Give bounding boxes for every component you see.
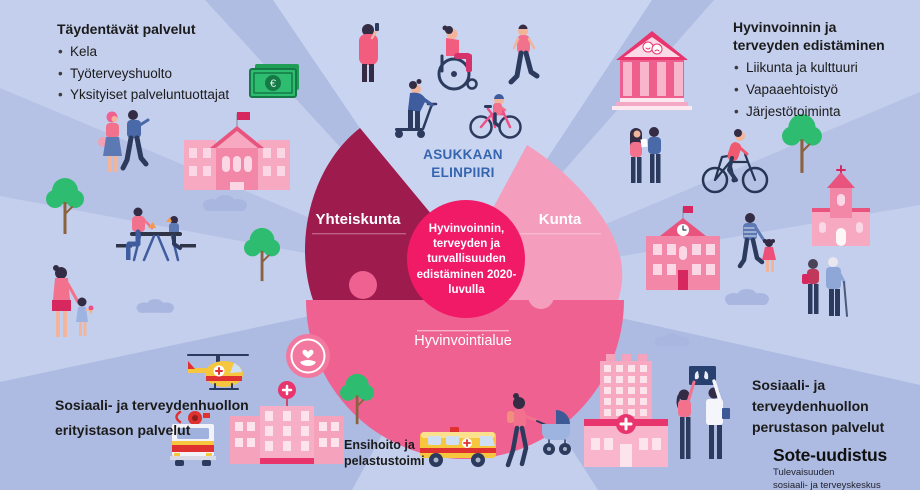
health-center-building-illustration	[584, 354, 668, 467]
list-item: Työterveyshuolto	[57, 63, 277, 85]
wheelchair-user-illustration	[437, 25, 478, 91]
picnic-table-illustration	[116, 207, 196, 262]
school-clock-building-illustration	[646, 206, 720, 290]
central-diagram	[305, 128, 624, 460]
bottom-center-label: Ensihoito ja pelastustoimi	[344, 438, 425, 469]
center-circle	[407, 200, 525, 318]
segment-wellbeing-shape	[305, 300, 624, 460]
ambulance-illustration	[420, 427, 496, 467]
bottom-left-label: Sosiaali- ja terveydenhuollon erityistas…	[55, 397, 249, 438]
list-item: Vapaaehtoistyö	[733, 79, 901, 101]
diagram-center-text: Hyvinvoinnin, terveyden ja turvallisuude…	[416, 222, 517, 296]
top-right-panel: Hyvinvoinnin ja terveyden edistäminen Li…	[733, 18, 901, 122]
woman-with-stroller-illustration	[505, 393, 571, 468]
puzzle-knob-right	[528, 283, 554, 309]
couple-walking-illustration	[98, 110, 150, 172]
top-right-title: Hyvinvoinnin ja terveyden edistäminen	[733, 19, 885, 54]
helicopter-illustration	[187, 354, 249, 390]
sote-logo-title: Sote-uudistus	[773, 445, 888, 465]
list-item: Kela	[57, 41, 277, 63]
cyclist-illustration	[701, 129, 769, 194]
list-item: Järjestötoiminta	[733, 101, 901, 123]
top-left-list: Kela Työterveyshuolto Yksityiset palvelu…	[57, 41, 277, 106]
list-item: Liikunta ja kulttuuri	[733, 57, 901, 79]
theater-building-illustration	[612, 31, 692, 110]
couple-talking-illustration	[630, 127, 661, 183]
top-right-list: Liikunta ja kulttuuri Vapaaehtoistyö Jär…	[733, 57, 901, 122]
resident-sphere-label: ASUKKAAN ELINPIIRI	[423, 147, 503, 180]
sote-logo-subtitle-line2: sosiaali- ja terveyskeskus	[773, 479, 881, 490]
child-on-bike-illustration	[469, 94, 522, 139]
woman-with-phone-illustration	[359, 23, 379, 82]
elderly-couple-illustration	[802, 257, 848, 317]
mother-and-child-illustration	[52, 265, 94, 337]
segment-wellbeing-label: Hyvinvointialue	[414, 333, 512, 349]
bottom-right-label: Sosiaali- ja terveydenhuollon perustason…	[752, 377, 885, 435]
fire-truck-illustration	[170, 410, 216, 466]
scooter-rider-illustration	[395, 79, 438, 138]
list-item: Yksityiset palveluntuottajat	[57, 84, 277, 106]
man-with-girl-illustration	[737, 213, 776, 272]
segment-society-label: Yhteiskunta	[315, 211, 401, 228]
top-left-title: Täydentävät palvelut	[57, 21, 196, 37]
sote-logo: Sote-uudistus Tulevaisuuden sosiaali- ja…	[773, 445, 913, 490]
top-left-panel: Täydentävät palvelut Kela Työterveyshuol…	[57, 20, 277, 106]
hand-heart-icon	[286, 334, 330, 378]
school-building-illustration	[184, 112, 290, 190]
church-illustration	[812, 165, 870, 246]
segment-municipality-label: Kunta	[538, 211, 582, 228]
walking-man-illustration	[508, 24, 540, 85]
sote-logo-subtitle: Tulevaisuuden sosiaali- ja terveyskeskus	[773, 467, 913, 490]
puzzle-knob-left	[349, 271, 377, 299]
sote-logo-subtitle-line1: Tulevaisuuden	[773, 467, 835, 479]
hospital-building-illustration	[230, 381, 344, 464]
doctors-xray-illustration	[676, 366, 730, 459]
